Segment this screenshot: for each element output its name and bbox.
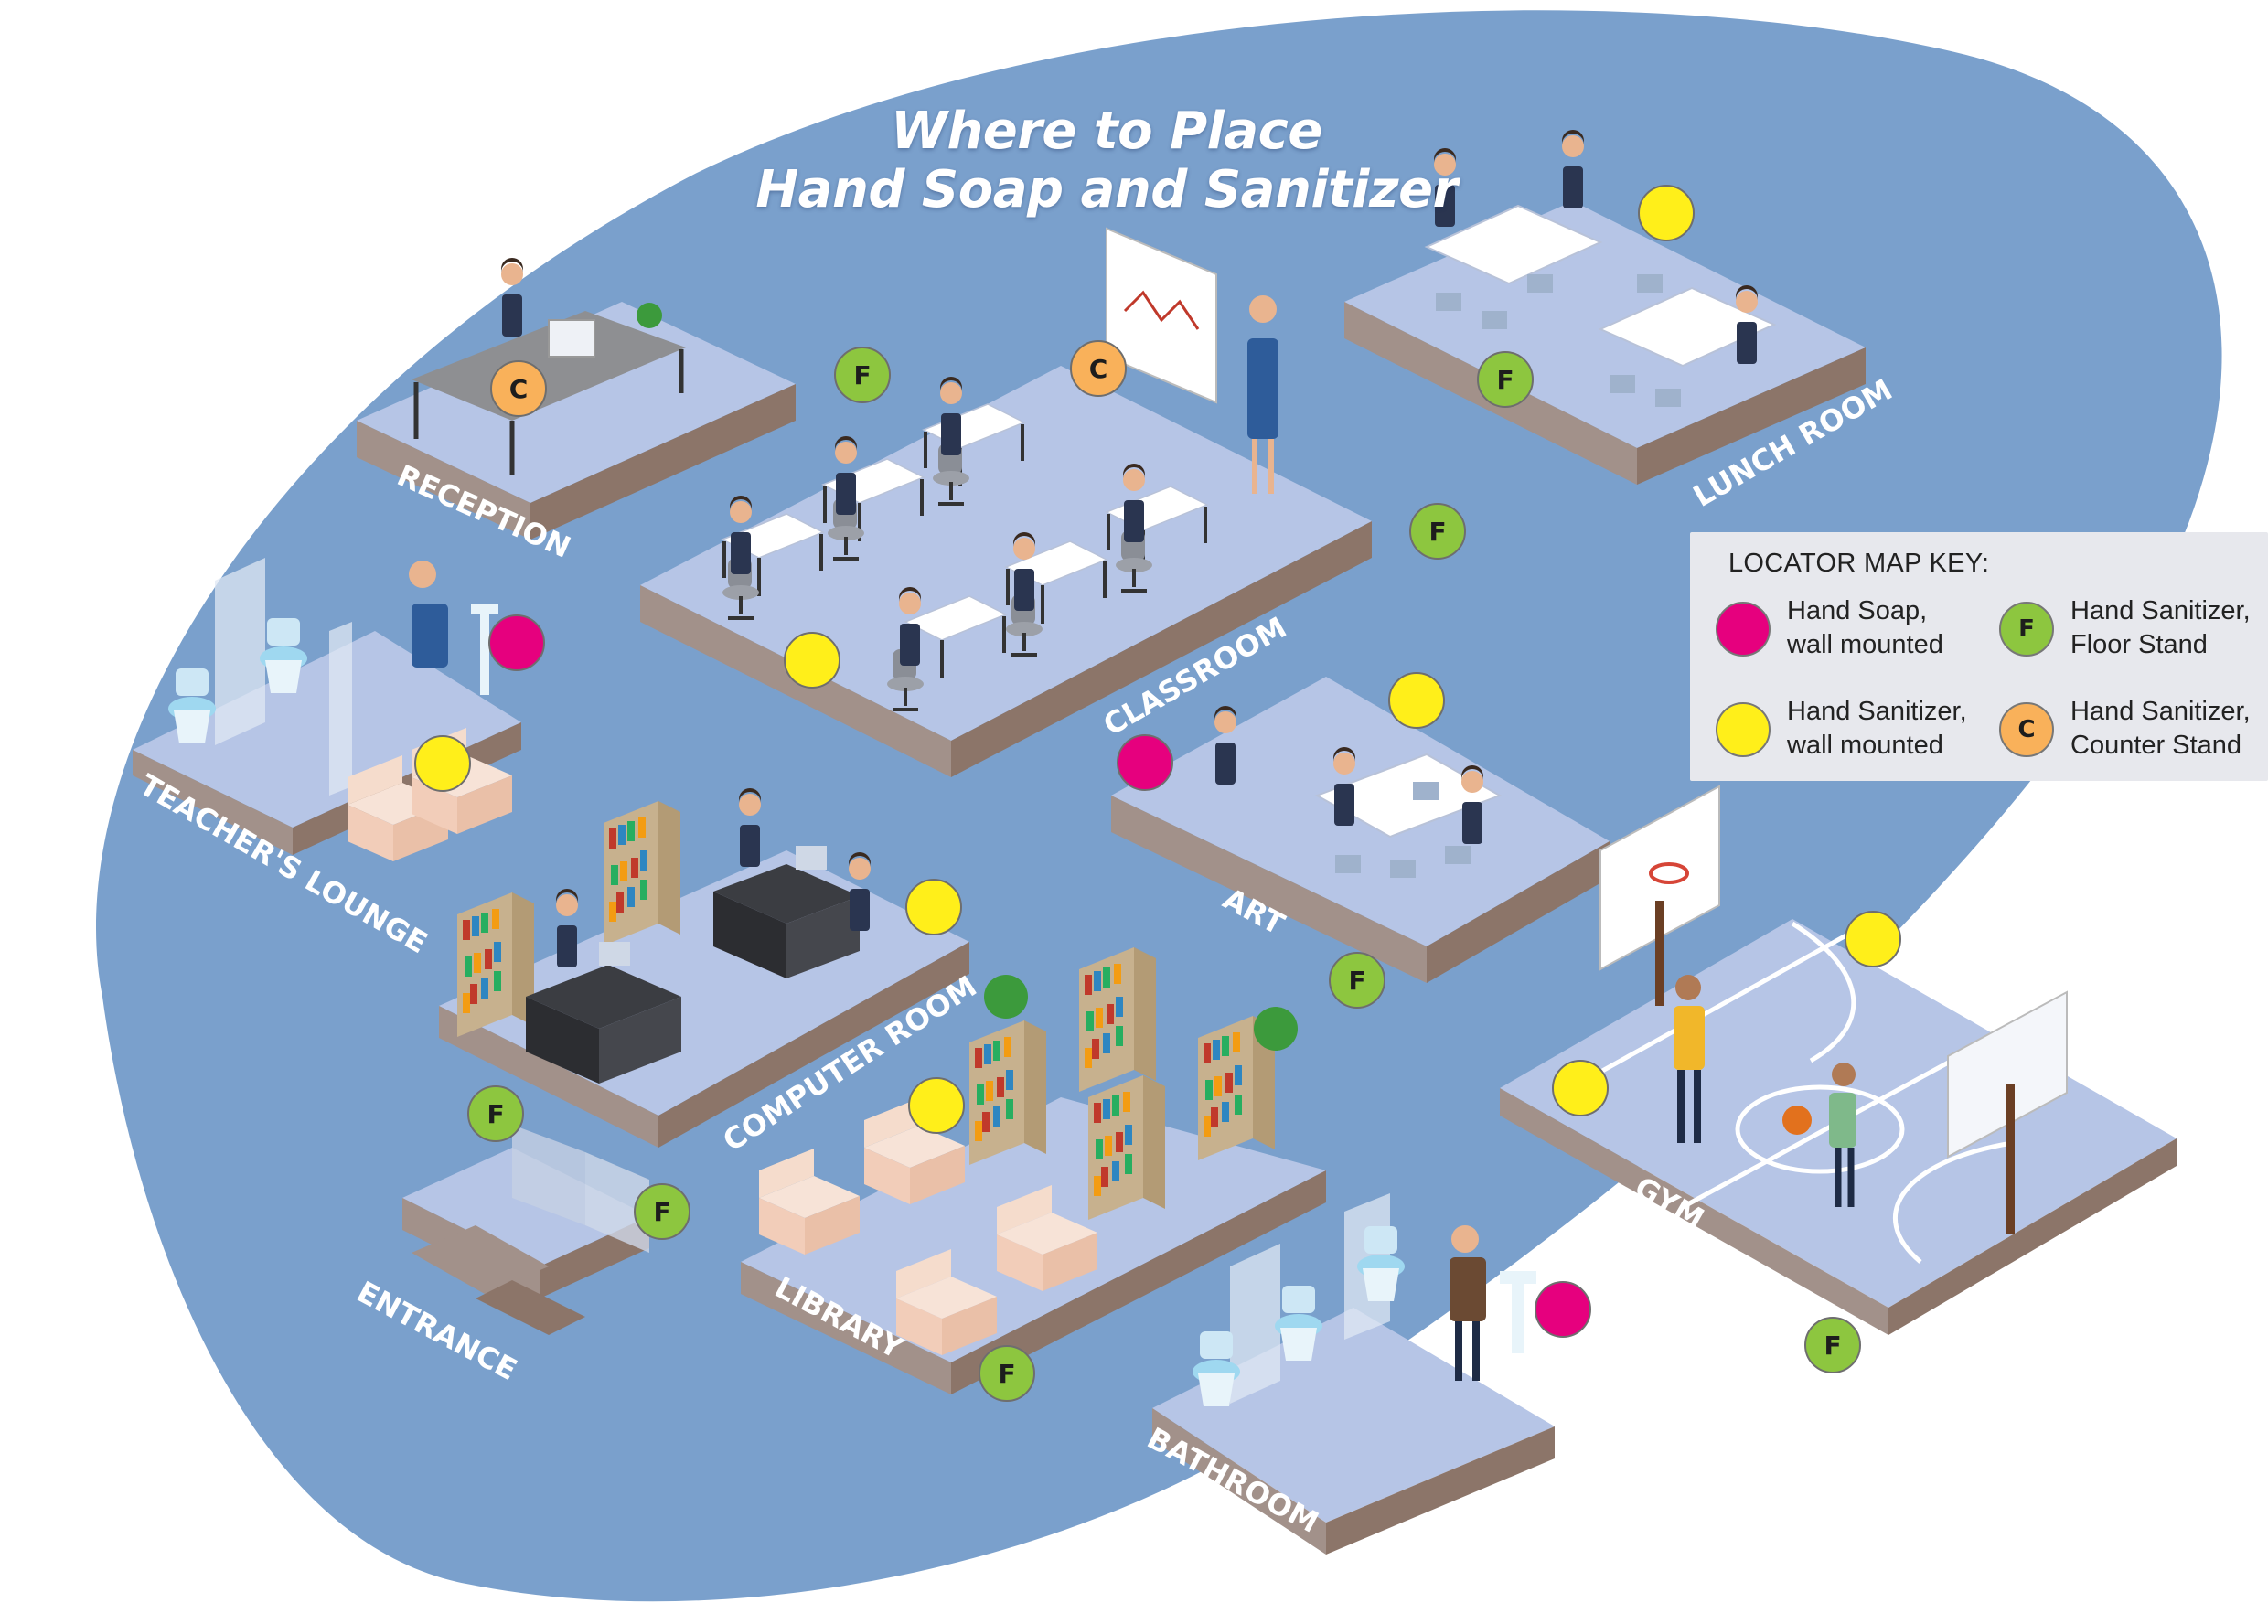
marker-sanitizer-floor: F (467, 1085, 524, 1142)
marker-sanitizer-floor: F (1477, 351, 1534, 408)
marker-dot (634, 1183, 690, 1240)
marker-letter: F (1348, 966, 1365, 996)
computer-room-scenery (457, 788, 871, 1084)
marker-sanitizer-wall (905, 879, 962, 935)
marker-sanitizer-wall (1552, 1060, 1609, 1116)
marker-dot (905, 879, 962, 935)
hand-soap-wall-icon (1716, 602, 1771, 657)
reception-scenery (412, 258, 686, 475)
library-scenery (759, 947, 1298, 1355)
marker-sanitizer-floor: F (634, 1183, 690, 1240)
marker-dot (1477, 351, 1534, 408)
marker-letter: C (1089, 354, 1108, 384)
marker-hand-soap-wall (488, 614, 545, 671)
marker-layer: C F C F F F F F F F (414, 185, 1901, 1402)
marker-dot (1804, 1317, 1861, 1373)
marker-letter: F (1496, 365, 1514, 395)
marker-dot (1845, 911, 1901, 967)
key-item-line1: Hand Soap, (1787, 596, 1928, 625)
marker-dot (1070, 340, 1127, 397)
key-heading: LOCATOR MAP KEY: (1728, 549, 1990, 578)
marker-sanitizer-wall (414, 735, 471, 792)
marker-sanitizer-wall (1845, 911, 1901, 967)
marker-dot (1552, 1060, 1609, 1116)
lunch-room-scenery (1424, 130, 1777, 407)
marker-dot (784, 632, 840, 689)
floor-entrance (402, 1125, 649, 1335)
marker-dot (414, 735, 471, 792)
marker-dot (467, 1085, 524, 1142)
marker-letter: F (1428, 517, 1446, 547)
key-item-sanitizer-wall: Hand Sanitizer, wall mounted (1716, 695, 1990, 768)
art-scenery (1214, 706, 1503, 878)
sanitizer-counter-icon: C (1999, 702, 2054, 757)
marker-letter: C (509, 374, 529, 404)
marker-dot (488, 614, 545, 671)
sanitizer-wall-icon (1716, 702, 1771, 757)
key-item-line1: Hand Sanitizer, (1787, 697, 1967, 726)
marker-letter: F (1824, 1330, 1841, 1361)
marker-sanitizer-floor: F (1329, 952, 1385, 1009)
marker-sanitizer-wall (784, 632, 840, 689)
classroom-scenery (721, 227, 1278, 711)
marker-sanitizer-wall (1638, 185, 1695, 241)
key-item-line2: wall mounted (1787, 731, 1943, 760)
marker-dot (1329, 952, 1385, 1009)
marker-hand-soap-wall (1117, 734, 1173, 791)
key-item-line2: Floor Stand (2070, 630, 2208, 659)
key-item-line1: Hand Sanitizer, (2070, 596, 2251, 625)
key-item-line2: Counter Stand (2070, 731, 2242, 760)
marker-dot (1388, 672, 1445, 729)
bathroom-scenery (1193, 1193, 1536, 1406)
marker-hand-soap-wall (1535, 1281, 1591, 1338)
marker-dot (908, 1077, 965, 1134)
marker-dot (490, 360, 547, 417)
marker-letter: F (487, 1099, 504, 1129)
key-item-sanitizer-floor: F Hand Sanitizer, Floor Stand (1999, 594, 2268, 668)
marker-dot (1638, 185, 1695, 241)
map-title: Where to Place Hand Soap and Sanitizer (622, 102, 1591, 219)
marker-dot (1535, 1281, 1591, 1338)
locator-map-key: LOCATOR MAP KEY: Hand Soap, wall mounted… (1690, 532, 2268, 781)
marker-letter: F (853, 360, 871, 390)
key-item-line2: wall mounted (1787, 630, 1943, 659)
key-item-hand-soap-wall: Hand Soap, wall mounted (1716, 594, 1990, 668)
marker-sanitizer-counter: C (490, 360, 547, 417)
marker-sanitizer-floor: F (1804, 1317, 1861, 1373)
key-item-line1: Hand Sanitizer, (2070, 697, 2251, 726)
gym-scenery (1599, 785, 2068, 1234)
marker-dot (979, 1345, 1035, 1402)
key-item-sanitizer-counter: C Hand Sanitizer, Counter Stand (1999, 695, 2268, 768)
marker-sanitizer-counter: C (1070, 340, 1127, 397)
marker-letter: F (998, 1359, 1015, 1389)
title-line-2: Hand Soap and Sanitizer (755, 160, 1458, 219)
marker-dot (1117, 734, 1173, 791)
sanitizer-floor-icon: F (1999, 602, 2054, 657)
marker-sanitizer-wall (908, 1077, 965, 1134)
floor-reception (357, 302, 796, 540)
marker-dot (834, 347, 891, 403)
marker-sanitizer-wall (1388, 672, 1445, 729)
marker-sanitizer-floor: F (834, 347, 891, 403)
marker-sanitizer-floor: F (979, 1345, 1035, 1402)
marker-dot (1409, 503, 1466, 560)
marker-letter: F (653, 1197, 670, 1227)
title-line-1: Where to Place (891, 102, 1322, 161)
marker-sanitizer-floor: F (1409, 503, 1466, 560)
teachers-lounge-scenery (168, 558, 512, 861)
